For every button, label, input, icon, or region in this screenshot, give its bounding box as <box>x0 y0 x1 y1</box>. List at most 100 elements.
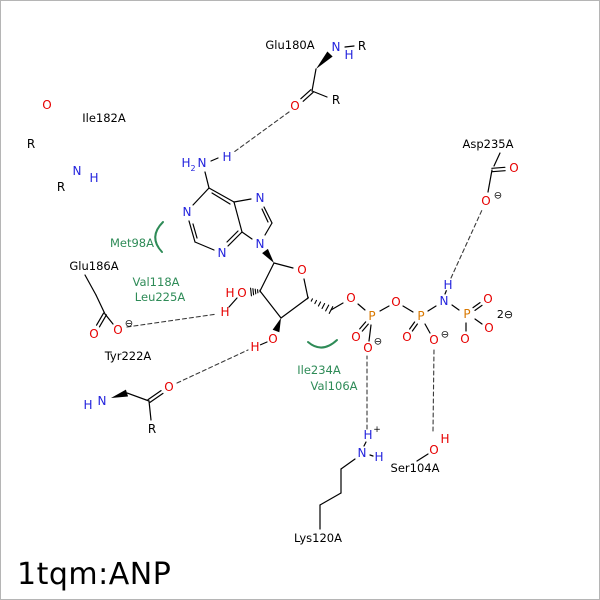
bond <box>357 303 366 311</box>
atom-label: O <box>481 194 490 208</box>
atom-label: O <box>89 327 98 341</box>
hash-bond <box>321 302 326 310</box>
bond <box>104 313 114 325</box>
bond <box>188 220 196 243</box>
bond <box>192 223 198 239</box>
atom-label: H <box>181 156 190 170</box>
atom-label: O <box>429 333 438 347</box>
bond <box>363 441 367 447</box>
hash-bond <box>252 288 255 296</box>
bond <box>491 170 506 173</box>
bond <box>424 323 431 334</box>
atom-label: O <box>483 292 492 306</box>
bond <box>411 323 418 332</box>
atom-label: R <box>148 422 156 436</box>
atom-label: P <box>417 309 424 323</box>
bond <box>427 305 437 312</box>
atom-mask <box>180 157 192 169</box>
atom-mask <box>88 172 100 184</box>
bond <box>261 208 269 223</box>
bond <box>319 492 342 506</box>
atom-label: O <box>429 443 438 457</box>
atom-label: N <box>98 394 107 408</box>
hash-bond <box>314 299 318 305</box>
atom-mask <box>25 138 37 150</box>
hydrophobic-contact-arc <box>307 339 338 349</box>
bond <box>409 321 416 330</box>
bond <box>451 304 460 311</box>
bond <box>303 278 309 299</box>
atom-mask <box>390 296 402 308</box>
bond <box>302 91 314 102</box>
hash-bond <box>307 296 309 300</box>
structure-title: 1tqm:ANP <box>17 557 172 592</box>
bond <box>379 305 390 312</box>
hydrogen-bond <box>450 209 483 279</box>
atom-label: O <box>42 98 51 112</box>
bond <box>208 187 235 203</box>
atom-label: ⊖ <box>374 337 382 348</box>
atom-mask <box>482 293 494 305</box>
bond <box>416 453 429 462</box>
wedge-bond <box>272 318 281 333</box>
atom-label: R <box>358 39 366 53</box>
residue-label: Glu186A <box>69 259 118 273</box>
bond <box>359 321 367 330</box>
atom-mask <box>163 381 175 393</box>
hash-bond <box>317 301 322 307</box>
atom-mask <box>438 295 450 307</box>
bond <box>474 304 483 311</box>
contact-residue-label: Ile234A <box>297 363 341 377</box>
bond <box>330 302 344 311</box>
bond <box>259 262 275 292</box>
bond <box>228 297 238 308</box>
atom-label: N <box>73 164 82 178</box>
hash-bond <box>310 298 313 302</box>
atom-label: O <box>290 99 299 113</box>
atom-label: H <box>225 286 234 300</box>
bond <box>211 192 231 205</box>
residue-label: Asp235A <box>463 137 514 151</box>
contact-residue-label: Met98A <box>110 236 154 250</box>
atom-label: O <box>484 321 493 335</box>
atom-mask <box>88 328 100 340</box>
atom-mask <box>401 331 413 343</box>
atom-label: H <box>443 278 452 292</box>
residue-label: Ile182A <box>82 111 126 125</box>
atom-mask <box>196 157 208 169</box>
atom-label: O <box>351 330 360 344</box>
bond <box>264 222 273 236</box>
atom-label: N <box>218 246 227 260</box>
atom-label: O <box>268 332 277 346</box>
atom-label: ⊖ <box>494 191 502 202</box>
atom-mask <box>296 264 308 276</box>
hash-bond <box>325 304 330 312</box>
bond <box>361 323 369 332</box>
atom-mask <box>345 292 357 304</box>
atom-label: O <box>363 341 372 355</box>
atom-label: O <box>237 286 246 300</box>
atom-mask <box>41 99 53 111</box>
contact-residue-label: Leu225A <box>135 290 186 304</box>
bond <box>311 68 317 92</box>
atom-mask <box>362 429 374 441</box>
atom-label: H <box>89 171 98 185</box>
wedge-bond <box>111 389 129 398</box>
bond <box>344 45 355 48</box>
bond <box>147 390 162 401</box>
bond <box>226 230 239 243</box>
bond <box>311 90 328 98</box>
atom-label: 2⊖ <box>497 308 513 321</box>
bond <box>227 231 243 247</box>
bond <box>148 400 152 421</box>
atom-mask <box>366 310 378 322</box>
atom-mask <box>356 40 368 52</box>
atom-label: H <box>220 305 229 319</box>
atom-label: H <box>440 432 449 446</box>
atom-mask <box>181 206 193 218</box>
atom-label: P <box>463 307 470 321</box>
atom-mask <box>415 310 427 322</box>
atom-label: N <box>183 205 192 219</box>
bond <box>340 458 356 470</box>
atom-mask <box>254 238 266 250</box>
